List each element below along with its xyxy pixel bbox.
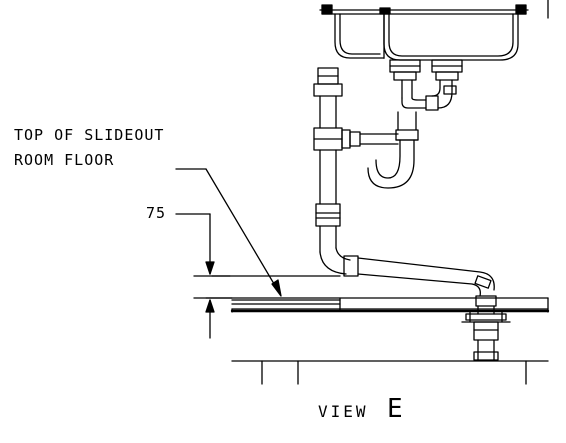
dimension-label: 75 <box>146 204 167 222</box>
dimension-75 <box>175 213 233 339</box>
double-sink <box>319 0 549 61</box>
sink-drains <box>367 59 463 189</box>
chassis-frame <box>231 360 549 385</box>
view-label: VIEW <box>318 402 369 421</box>
floor-flange <box>461 311 511 361</box>
slideout-floor <box>205 275 550 313</box>
note-label-line1: TOP OF SLIDEOUT <box>14 126 165 144</box>
view-letter: E <box>387 394 404 424</box>
vertical-drain-pipe <box>313 67 399 253</box>
sloped-drain-line <box>319 247 497 315</box>
leader-arrow <box>175 168 282 297</box>
note-label-line2: ROOM FLOOR <box>14 151 115 169</box>
